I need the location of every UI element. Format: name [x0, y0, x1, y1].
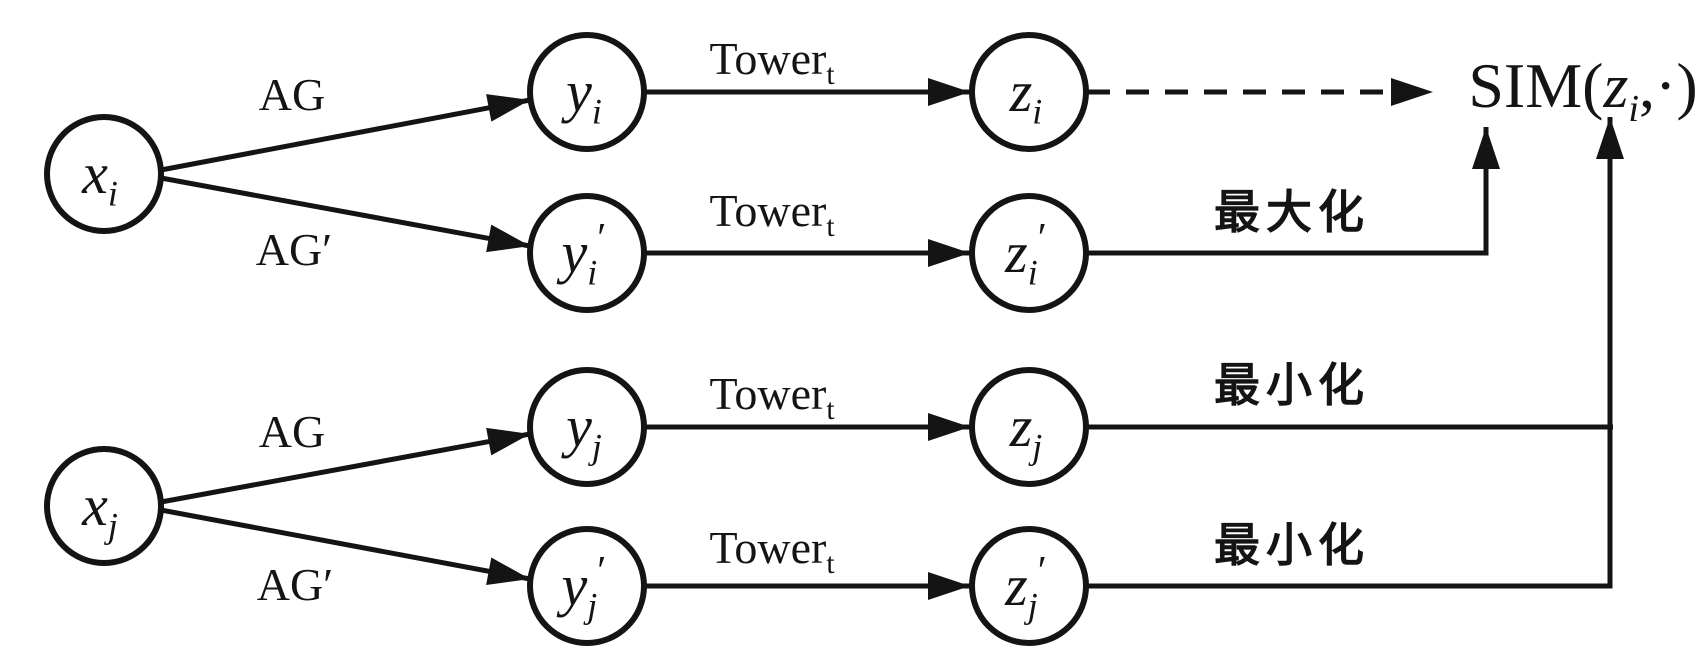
node-circle-y-j-prime: [527, 526, 647, 646]
edge-zj-prime-riser-to-sim-arrow: [1086, 117, 1624, 589]
var-base: z: [1005, 220, 1028, 285]
var-sub: j: [107, 505, 118, 546]
var-base: y: [561, 220, 588, 285]
var-sub: j: [1032, 426, 1043, 467]
var-base: z: [1009, 394, 1033, 459]
var-sub: i: [591, 91, 602, 132]
var-sub: i: [107, 173, 118, 214]
edge-group: [160, 78, 1624, 600]
node-circle-z-j: [969, 367, 1089, 487]
node-label-y-i: yi: [566, 63, 602, 130]
var-base: y: [566, 59, 592, 124]
edge-zi-prime-to-sim-elbow-arrow: [1086, 127, 1500, 256]
sim-arg-sub: i: [1628, 87, 1640, 130]
edge-label-ag-i-prime: AG′: [255, 224, 333, 275]
var-sub: j: [1027, 585, 1038, 626]
edge-label-ag-i: AG: [258, 69, 326, 120]
var-sub: i: [1027, 252, 1038, 293]
tower-word: Tower: [709, 33, 827, 84]
var-sub: i: [1032, 91, 1043, 132]
sim-post: ,·): [1639, 50, 1698, 121]
tower-word: Tower: [709, 185, 827, 236]
edge-label-tower-1: Towert: [709, 33, 834, 90]
node-circle-y-i-prime: [527, 193, 647, 313]
var-base: x: [82, 141, 108, 206]
var-prime: ′: [597, 215, 607, 262]
edge-label-ag-j-prime: AG′: [256, 559, 334, 610]
tower-word: Tower: [709, 368, 827, 419]
tower-word: Tower: [709, 522, 827, 573]
node-label-z-i-prime: zi′: [1005, 217, 1047, 290]
node-label-x-j: xj: [82, 477, 118, 544]
var-prime: ′: [1037, 215, 1047, 262]
tower-sub: t: [826, 59, 835, 92]
node-label-y-i-prime: yi′: [562, 217, 607, 290]
node-group: [44, 32, 1089, 646]
node-label-z-i: zi: [1010, 63, 1043, 130]
var-sub: j: [591, 426, 602, 467]
sim-arg: z: [1603, 50, 1629, 121]
node-label-x-i: xi: [82, 145, 118, 212]
tower-sub: t: [826, 211, 835, 244]
edge-label-tower-2: Towert: [709, 185, 834, 242]
node-circle-z-j-prime: [969, 526, 1089, 646]
node-circle-y-j: [527, 367, 647, 487]
var-prime: ′: [597, 548, 607, 595]
var-base: y: [561, 553, 588, 618]
node-label-z-j: zj: [1010, 398, 1043, 465]
edge-xi-to-yi-prime-arrow: [160, 175, 531, 253]
edge-label-tower-4: Towert: [709, 522, 834, 579]
edge-label-tower-3: Towert: [709, 368, 834, 425]
edge-xi-to-yi-arrow: [160, 94, 531, 173]
node-label-y-j-prime: yj′: [562, 550, 607, 623]
var-prime: ′: [1037, 548, 1047, 595]
sim-pre: SIM(: [1468, 50, 1604, 121]
var-base: x: [82, 473, 108, 538]
var-sub: i: [587, 252, 598, 293]
edge-label-ag-j: AG: [258, 406, 326, 457]
node-label-y-j: yj: [566, 398, 602, 465]
node-circle-z-i: [969, 32, 1089, 152]
var-sub: j: [587, 585, 598, 626]
var-base: z: [1009, 59, 1033, 124]
edge-xj-to-yj-prime-arrow: [160, 507, 531, 586]
node-circle-z-i-prime: [969, 193, 1089, 313]
node-circle-x-j: [44, 446, 164, 566]
node-circle-x-i: [44, 114, 164, 234]
edge-xj-to-yj-arrow: [160, 427, 531, 505]
similarity-function-label: SIM(zi,·): [1468, 54, 1697, 128]
label-minimize-1: 最小化: [1214, 359, 1370, 411]
tower-sub: t: [826, 394, 835, 427]
label-minimize-2: 最小化: [1214, 519, 1370, 571]
tower-sub: t: [826, 548, 835, 581]
var-base: z: [1005, 553, 1028, 618]
var-base: y: [566, 394, 592, 459]
label-maximize: 最大化: [1214, 186, 1370, 238]
node-circle-y-i: [527, 32, 647, 152]
node-label-z-j-prime: zj′: [1005, 550, 1047, 623]
